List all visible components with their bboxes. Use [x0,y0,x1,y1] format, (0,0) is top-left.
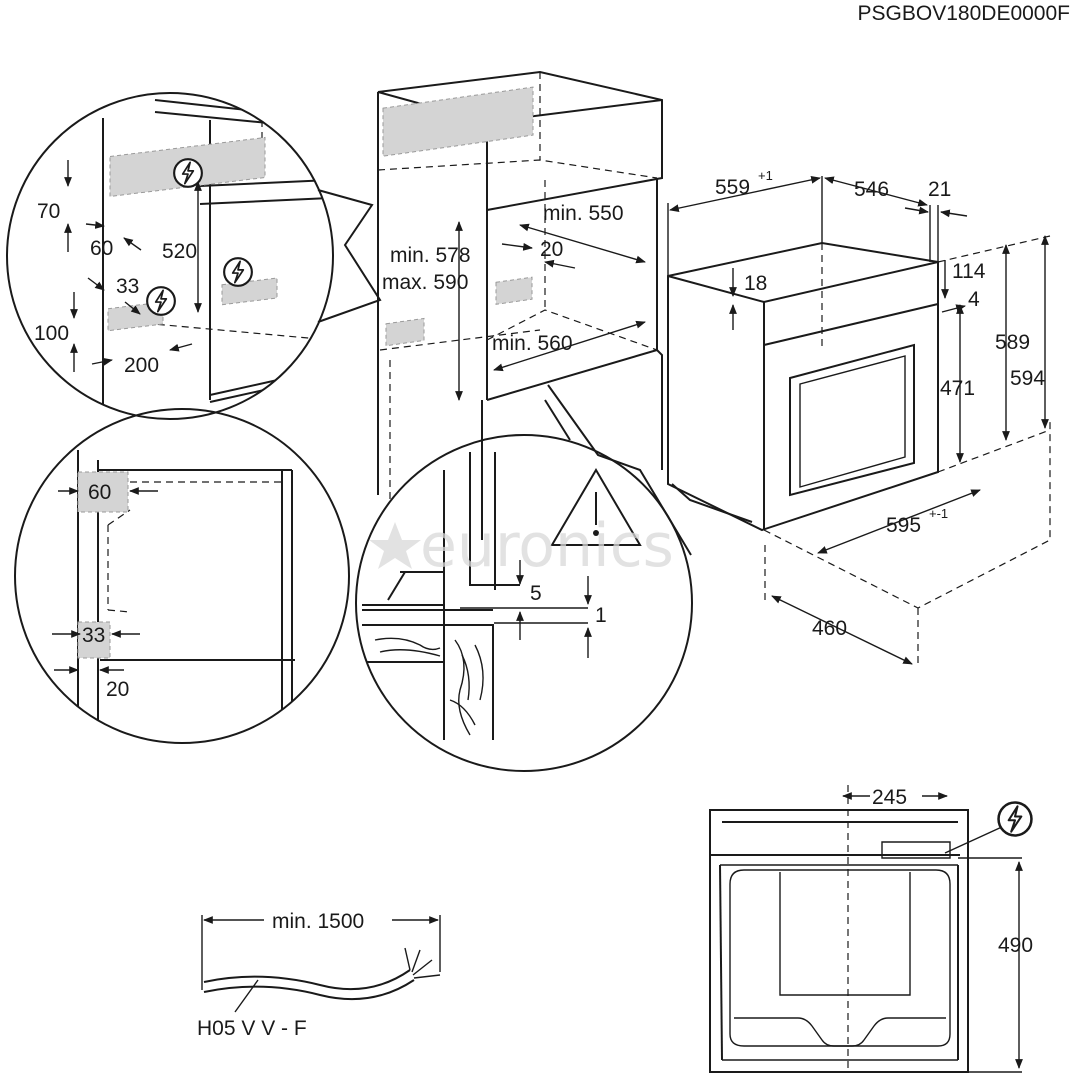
dim-21: 21 [928,178,951,201]
dim-33: 33 [116,275,139,298]
dim-60-panel: 60 [88,481,111,504]
dim-18: 18 [744,272,767,295]
electric-warning-icon [223,257,253,287]
dim-min-578: min. 578 [390,244,471,267]
electric-warning-icon [997,801,1033,837]
oven-dimensions: 559 +1 546 21 18 114 4 471 589 594 595 +… [667,168,1049,665]
cable-type: H05 V V - F [197,1017,307,1040]
dim-100: 100 [34,322,69,345]
dim-471: 471 [940,377,975,400]
detail-circle-side-panel: 60 33 20 [14,408,350,744]
warning-exclamation-dot [593,530,599,536]
electric-warning-icon [146,286,176,316]
cable-min-length: min. 1500 [272,910,364,933]
dim-114: 114 [952,260,986,283]
dim-595-tolerance: +-1 [929,506,948,521]
dim-1: 1 [595,604,607,627]
cabinet-drawing [377,70,663,540]
watermark-text: euronics [420,511,674,581]
dim-60: 60 [90,237,113,260]
dim-490: 490 [998,934,1033,957]
dim-33-panel: 33 [82,624,105,647]
dim-589: 589 [995,331,1030,354]
dim-4: 4 [968,288,980,311]
dim-245: 245 [872,786,907,809]
detail-circle-socket-zones: 70 60 520 33 100 200 [6,92,382,420]
dim-520: 520 [162,240,197,263]
dim-70: 70 [37,200,60,223]
dim-559: 559 [715,176,750,199]
dim-20-panel: 20 [106,678,129,701]
power-cable: min. 1500 H05 V V - F [197,910,441,1040]
detail-circle-floor-gap: 5 1 [355,384,693,772]
dim-min-560: min. 560 [492,332,573,355]
dim-595: 595 [886,514,921,537]
oven-drawing [667,235,1051,668]
dim-546: 546 [854,178,889,201]
watermark: euronics [369,511,674,581]
dim-594: 594 [1010,367,1045,390]
dim-460: 460 [812,617,847,640]
dim-20: 20 [540,238,563,261]
dim-200: 200 [124,354,159,377]
model-code: PSGBOV180DE0000F [858,2,1070,25]
cabinet-dimensions: min. 550 20 min. 578 max. 590 min. 560 [382,202,646,401]
warning-triangle-icon [550,468,642,546]
rear-view-drawing: 245 490 [709,785,1033,1073]
dim-max-590: max. 590 [382,271,468,294]
dim-min-550: min. 550 [543,202,624,225]
dim-5: 5 [530,582,542,605]
dim-559-tolerance: +1 [758,168,773,183]
